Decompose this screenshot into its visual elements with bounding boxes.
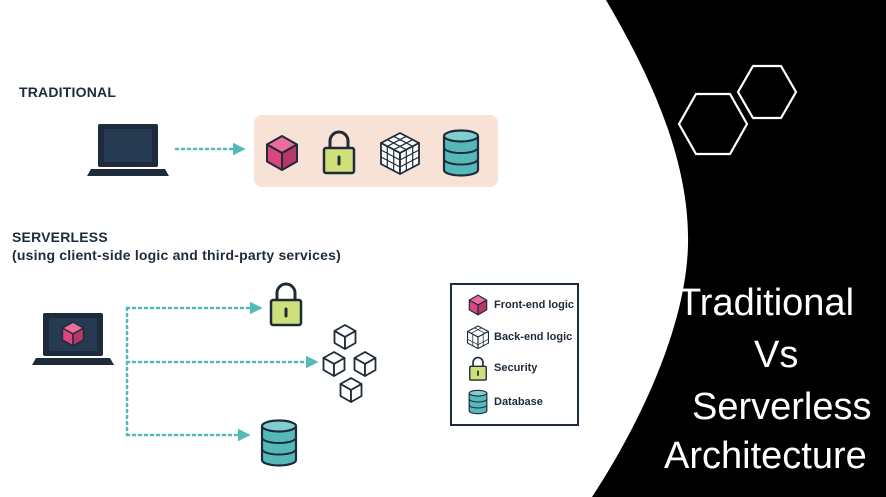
- title-line-2: Vs: [754, 334, 799, 376]
- frontend-cube-icon: [266, 135, 298, 171]
- legend-database-icon: [468, 389, 488, 415]
- legend-label-database: Database: [494, 396, 543, 408]
- legend-cube-icon: [468, 294, 488, 316]
- traditional-server-box: [254, 115, 498, 187]
- serverless-label: SERVERLESS: [12, 229, 108, 245]
- title-line-4: Architecture: [664, 435, 867, 477]
- title-panel: [592, 0, 886, 497]
- backend-cubes-icon: [380, 132, 420, 175]
- legend-cubes-icon: [466, 325, 490, 350]
- serverless-microservices-icon: [322, 324, 377, 403]
- serverless-lock-icon: [269, 282, 303, 327]
- database-icon: [442, 129, 480, 177]
- legend-label-backend: Back-end logic: [494, 331, 573, 343]
- traditional-label: TRADITIONAL: [19, 84, 117, 100]
- title-line-3: Serverless: [692, 386, 872, 428]
- traditional-laptop-icon: [87, 124, 169, 176]
- title-line-1: Traditional: [678, 282, 855, 324]
- legend-label-security: Security: [494, 362, 538, 374]
- serverless-database-icon: [260, 419, 298, 467]
- serverless-laptop-icon: [32, 313, 114, 365]
- hexagon-icon-small: [736, 64, 798, 120]
- hexagon-icon-large: [677, 92, 749, 156]
- legend-label-frontend: Front-end logic: [494, 299, 575, 311]
- serverless-sublabel: (using client-side logic and third-party…: [12, 247, 341, 263]
